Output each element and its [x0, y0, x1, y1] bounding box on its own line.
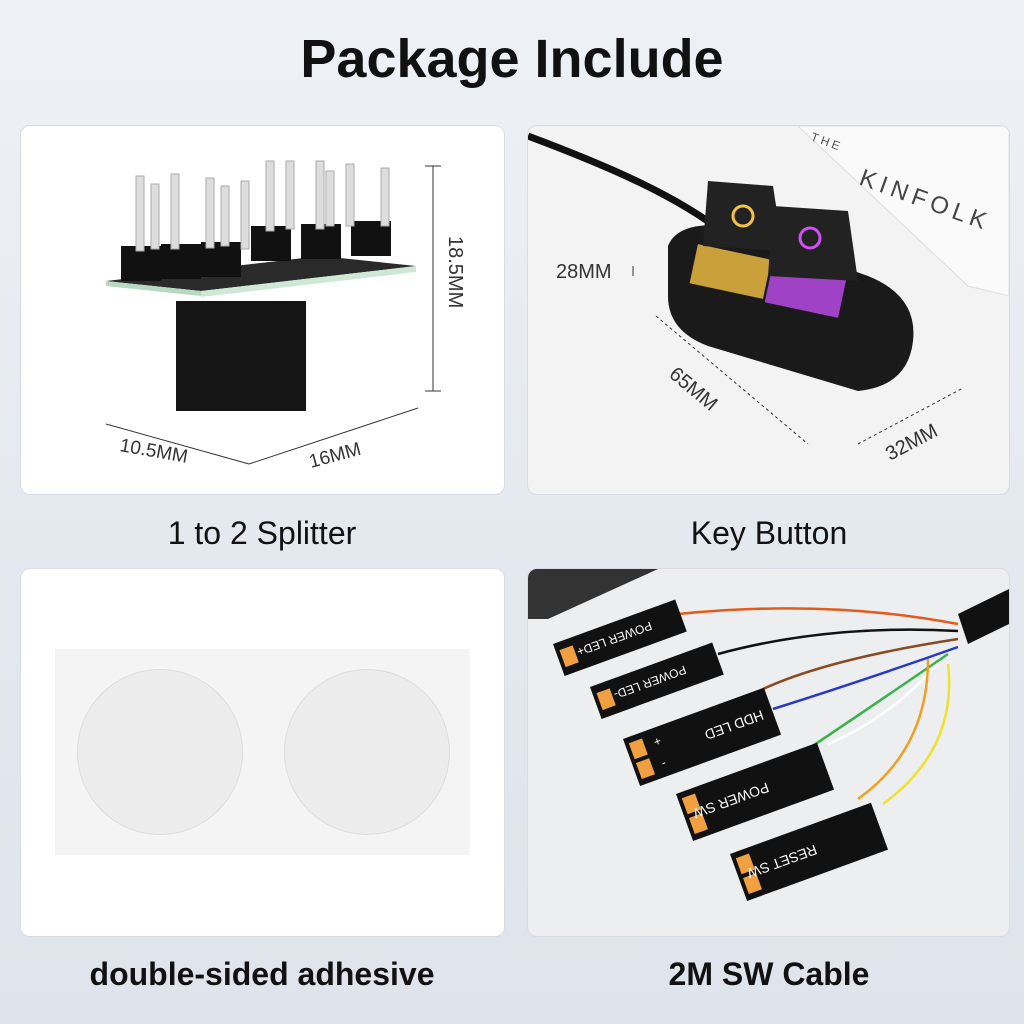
- cable-panel: POWER LED+ POWER LED- HDD LED + - POWER …: [527, 568, 1010, 937]
- dim-depth: 10.5MM: [118, 435, 189, 468]
- adhesive-dot: [77, 669, 243, 835]
- power-icon: [798, 226, 822, 250]
- key-button-panel: THE KINFOLK 28MM 65MM 32MM: [527, 125, 1010, 495]
- splitter-illustration: 18.5MM 10.5MM 16MM: [105, 160, 466, 473]
- key-button-label: Key Button: [690, 515, 848, 551]
- dim-height: 28MM: [556, 261, 612, 283]
- connector-reset-sw: RESET SW: [730, 802, 889, 901]
- dim-height: 18.5MM: [444, 236, 466, 308]
- polarity-minus: -: [659, 755, 668, 770]
- splitter-label: 1 to 2 Splitter: [167, 515, 357, 551]
- connector-hdd-led: HDD LED + -: [623, 687, 782, 786]
- dim-width: 16MM: [307, 439, 363, 473]
- cable-illustration: POWER LED+ POWER LED- HDD LED + - POWER …: [528, 569, 1009, 901]
- dim-length: 65MM: [665, 363, 722, 416]
- connector-power-sw: POWER SW: [676, 742, 835, 841]
- page-title: Package Include: [300, 29, 724, 89]
- adhesive-label: double-sided adhesive: [89, 956, 435, 992]
- cable-label: 2M SW Cable: [668, 956, 870, 992]
- adhesive-dot: [284, 669, 450, 835]
- power-icon: [731, 204, 755, 228]
- key-button-illustration: THE KINFOLK 28MM 65MM 32MM: [528, 126, 1009, 465]
- adhesive-panel: [20, 568, 505, 937]
- splitter-panel: 18.5MM 10.5MM 16MM: [20, 125, 505, 495]
- polarity-plus: +: [652, 734, 663, 750]
